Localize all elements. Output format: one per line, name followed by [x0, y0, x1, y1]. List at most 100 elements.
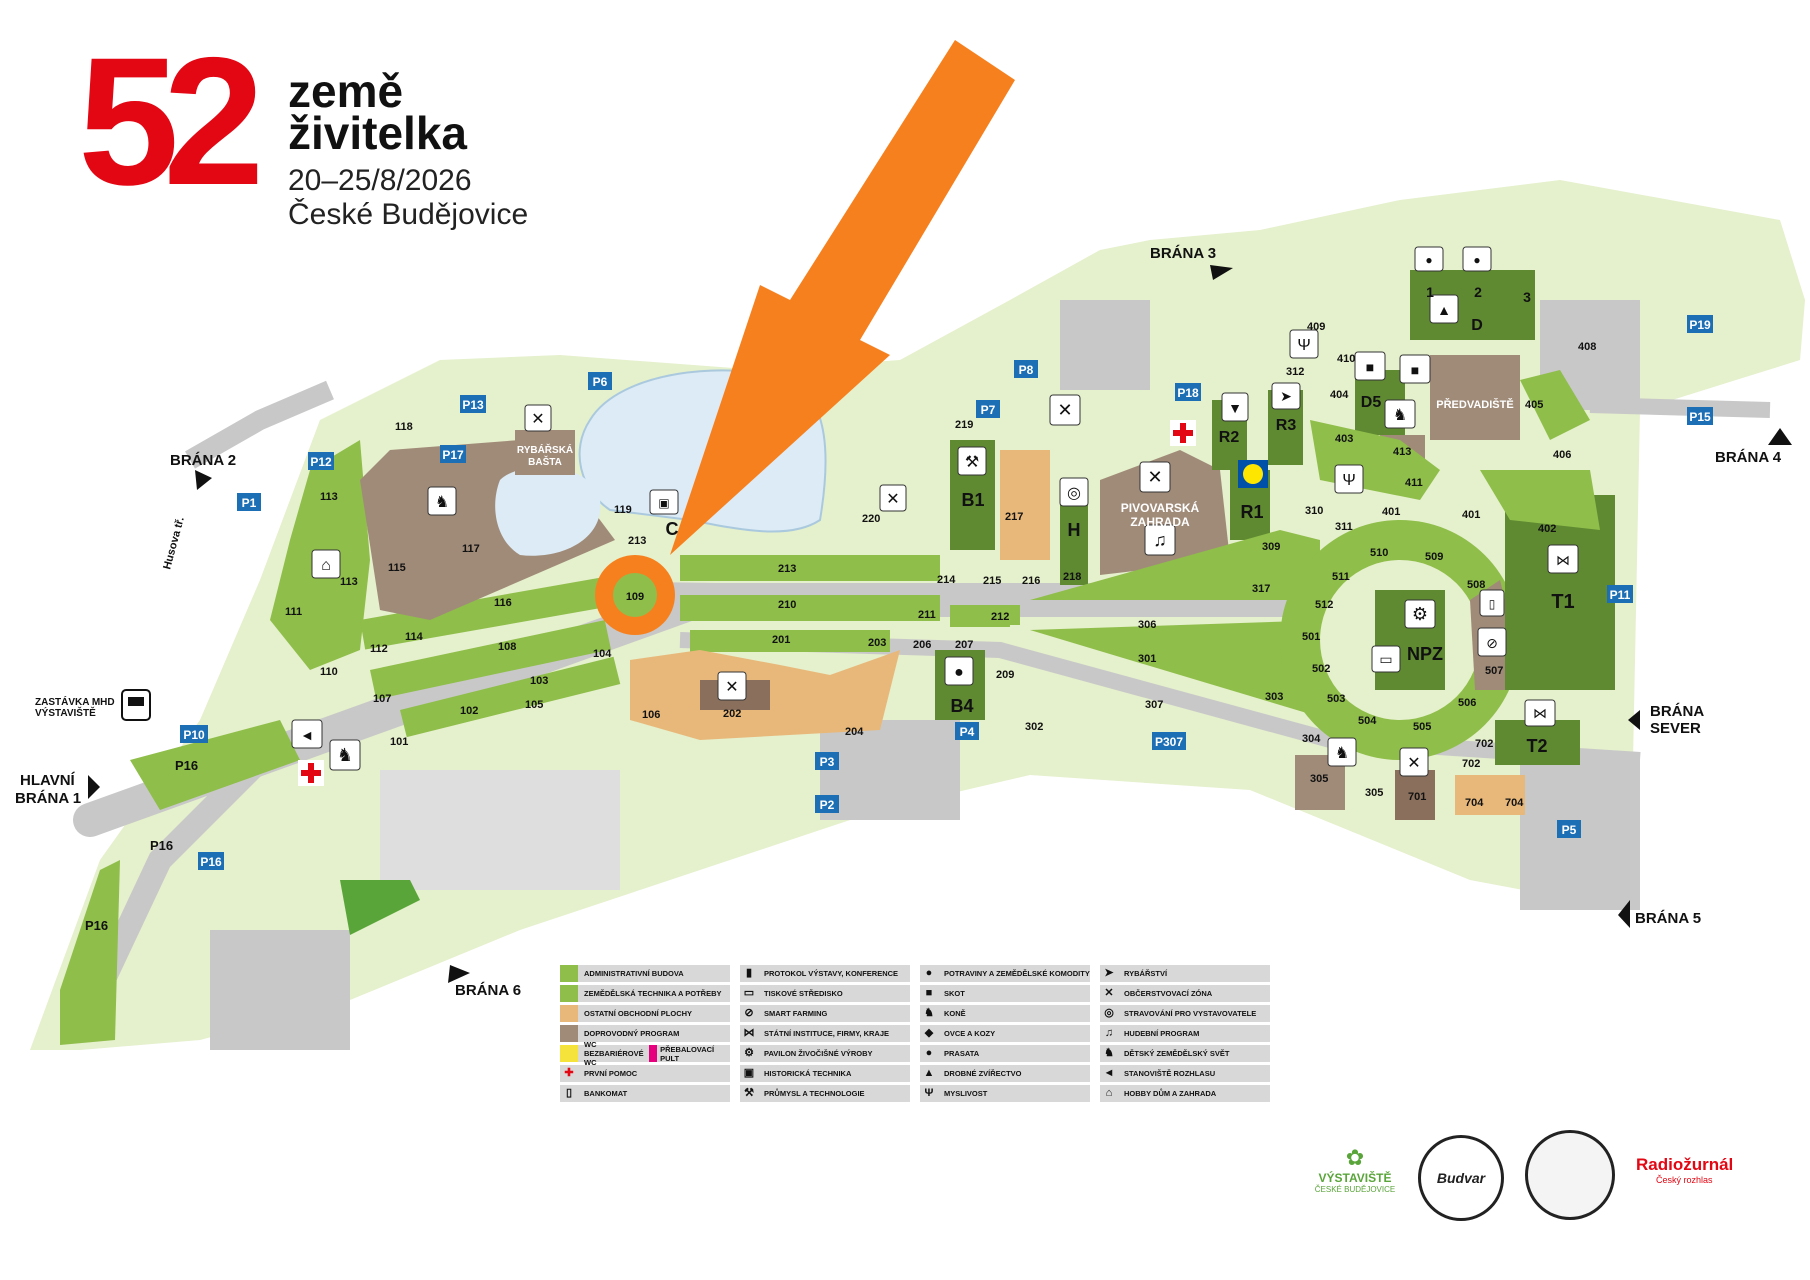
legend-item: DOPROVODNÝ PROGRAM [560, 1025, 730, 1042]
protocol-icon: ▮ [745, 967, 753, 979]
rocking-horse-icon: ♞ [329, 739, 361, 771]
plot-label: 401 [1462, 509, 1480, 521]
street-label: Husova tř. [161, 516, 187, 571]
svg-text:▯: ▯ [1489, 597, 1496, 611]
legend-item: ▣HISTORICKÁ TECHNIKA [740, 1065, 910, 1082]
plot-label: 310 [1305, 505, 1323, 517]
plot-label: 317 [1252, 583, 1270, 595]
legend-item: ⊘SMART FARMING [740, 1005, 910, 1022]
parking-p3: P3 [815, 752, 839, 770]
hall-1-label: 1 [1426, 284, 1434, 300]
sheep-icon: ◆ [924, 1027, 934, 1039]
first-aid-icon [298, 760, 324, 786]
legend-item: ⚙PAVILON ŽIVOČIŠNÉ VÝROBY [740, 1045, 910, 1062]
svg-text:●: ● [1473, 253, 1480, 267]
fish-icon: ➤ [1271, 382, 1301, 410]
green-wedge [1030, 620, 1330, 720]
hall-r3-label: R3 [1276, 417, 1297, 434]
swatch-program [560, 1025, 578, 1042]
event-city: České Budějovice [288, 198, 529, 231]
plot-label: 302 [1025, 721, 1043, 733]
bus-stop-label: ZASTÁVKA MHD [35, 695, 115, 708]
plot-label: 209 [996, 669, 1014, 681]
legend-item: ➤RYBÁŘSTVÍ [1100, 965, 1270, 982]
legend-item: ●PRASATA [920, 1045, 1090, 1062]
plot-label: 106 [642, 709, 660, 721]
svg-text:⚒: ⚒ [965, 454, 979, 471]
green-wedge [1030, 530, 1320, 600]
pig-icon: ● [1414, 246, 1444, 272]
svg-text:P17: P17 [442, 448, 464, 462]
svg-text:✕: ✕ [725, 679, 738, 696]
parking-p8: P8 [1014, 360, 1038, 378]
plot-label: 312 [1286, 366, 1304, 378]
plot-label: 704 [1465, 797, 1484, 809]
edition-number: 52 [78, 19, 264, 223]
legend-item: ♞DĚTSKÝ ZEMĚDĚLSKÝ SVĚT [1100, 1045, 1270, 1062]
changing-icon [649, 1045, 658, 1062]
hen-icon: ▲ [923, 1067, 935, 1079]
svg-text:P2: P2 [820, 798, 835, 812]
svg-text:P1: P1 [242, 496, 257, 510]
event-title-line2: živitelka [288, 107, 467, 159]
plot-label: 116 [494, 597, 512, 609]
pivovarska-label: PIVOVARSKÁ [1121, 500, 1200, 515]
green-area [690, 630, 890, 652]
legend-label: POTRAVINY A ZEMĚDĚLSKÉ KOMODITY [944, 969, 1090, 978]
plot-label: 311 [1335, 521, 1353, 533]
legend-item: ▯BANKOMAT [560, 1085, 730, 1102]
plot-label: 305 [1310, 773, 1328, 785]
plot-label: 702 [1462, 758, 1480, 770]
legend-label: OVCE A KOZY [944, 1029, 996, 1038]
gate-arrow [195, 470, 212, 490]
legend-item: ▲DROBNÉ ZVÍŘECTVO [920, 1065, 1090, 1082]
svg-text:✕: ✕ [1057, 400, 1072, 420]
legend-label: STRAVOVÁNÍ PRO VYSTAVOVATELE [1124, 1009, 1257, 1018]
plot-label: 512 [1315, 599, 1333, 611]
legend-item: ▮PROTOKOL VÝSTAVY, KONFERENCE [740, 965, 910, 982]
svg-text:✕: ✕ [531, 411, 544, 428]
plot-label: 404 [1330, 389, 1349, 401]
gate-1-label-b: BRÁNA 1 [15, 790, 81, 807]
plot-label: 304 [1302, 733, 1321, 745]
sponsor-subname: ČESKÉ BUDĚJOVICE [1314, 1185, 1396, 1194]
svg-text:P3: P3 [820, 755, 835, 769]
plot-label: 410 [1337, 353, 1355, 365]
wrench-icon: ⚒ [957, 446, 987, 476]
svg-text:▼: ▼ [1228, 400, 1242, 416]
legend-label: PRASATA [944, 1049, 980, 1058]
svg-text:♫: ♫ [1153, 530, 1167, 550]
plot-label: 413 [1393, 446, 1411, 458]
legend-label: STANOVIŠTĚ ROZHLASU [1124, 1069, 1216, 1078]
svg-text:P307: P307 [1155, 735, 1183, 749]
plot-label: 114 [405, 631, 424, 643]
plot-label: 406 [1553, 449, 1571, 461]
hall-704 [1455, 775, 1525, 815]
plot-label: 503 [1327, 693, 1345, 705]
predvadiste-label: PŘEDVADIŠTĚ [1436, 398, 1513, 411]
gate-1-label: HLAVNÍ [20, 772, 76, 789]
vystaviste-logo-icon: ✿ [1345, 1145, 1365, 1170]
legend-label: OBČERSTVOVACÍ ZÓNA [1124, 989, 1213, 998]
svg-text:⌂: ⌂ [321, 557, 331, 574]
hall-t2-label: T2 [1526, 736, 1547, 756]
green-area [1520, 370, 1590, 440]
plot-label: 701 [1408, 791, 1426, 803]
lidl-logo [1238, 460, 1268, 488]
plot-label: 215 [983, 575, 1001, 587]
gate-3-label: BRÁNA 3 [1150, 245, 1216, 262]
parking-p7: P7 [976, 400, 1000, 418]
tractor-icon: ▣ [649, 489, 679, 515]
parking-p16: P16 [198, 852, 224, 870]
cow-icon: ■ [1354, 351, 1386, 381]
legend-item: ▭TISKOVÉ STŘEDISKO [740, 985, 910, 1002]
first-aid-icon: ✚ [564, 1067, 574, 1079]
legend-item: ⋈STÁTNÍ INSTITUCE, FIRMY, KRAJE [740, 1025, 910, 1042]
plot-label: 118 [395, 421, 413, 433]
predvadiste [1430, 355, 1520, 440]
svg-text:⋈: ⋈ [1533, 705, 1547, 721]
cow-icon: ■ [1399, 354, 1431, 384]
gate-2-label: BRÁNA 2 [170, 452, 236, 469]
svg-text:P5: P5 [1562, 823, 1577, 837]
parking-p5: P5 [1557, 820, 1581, 838]
